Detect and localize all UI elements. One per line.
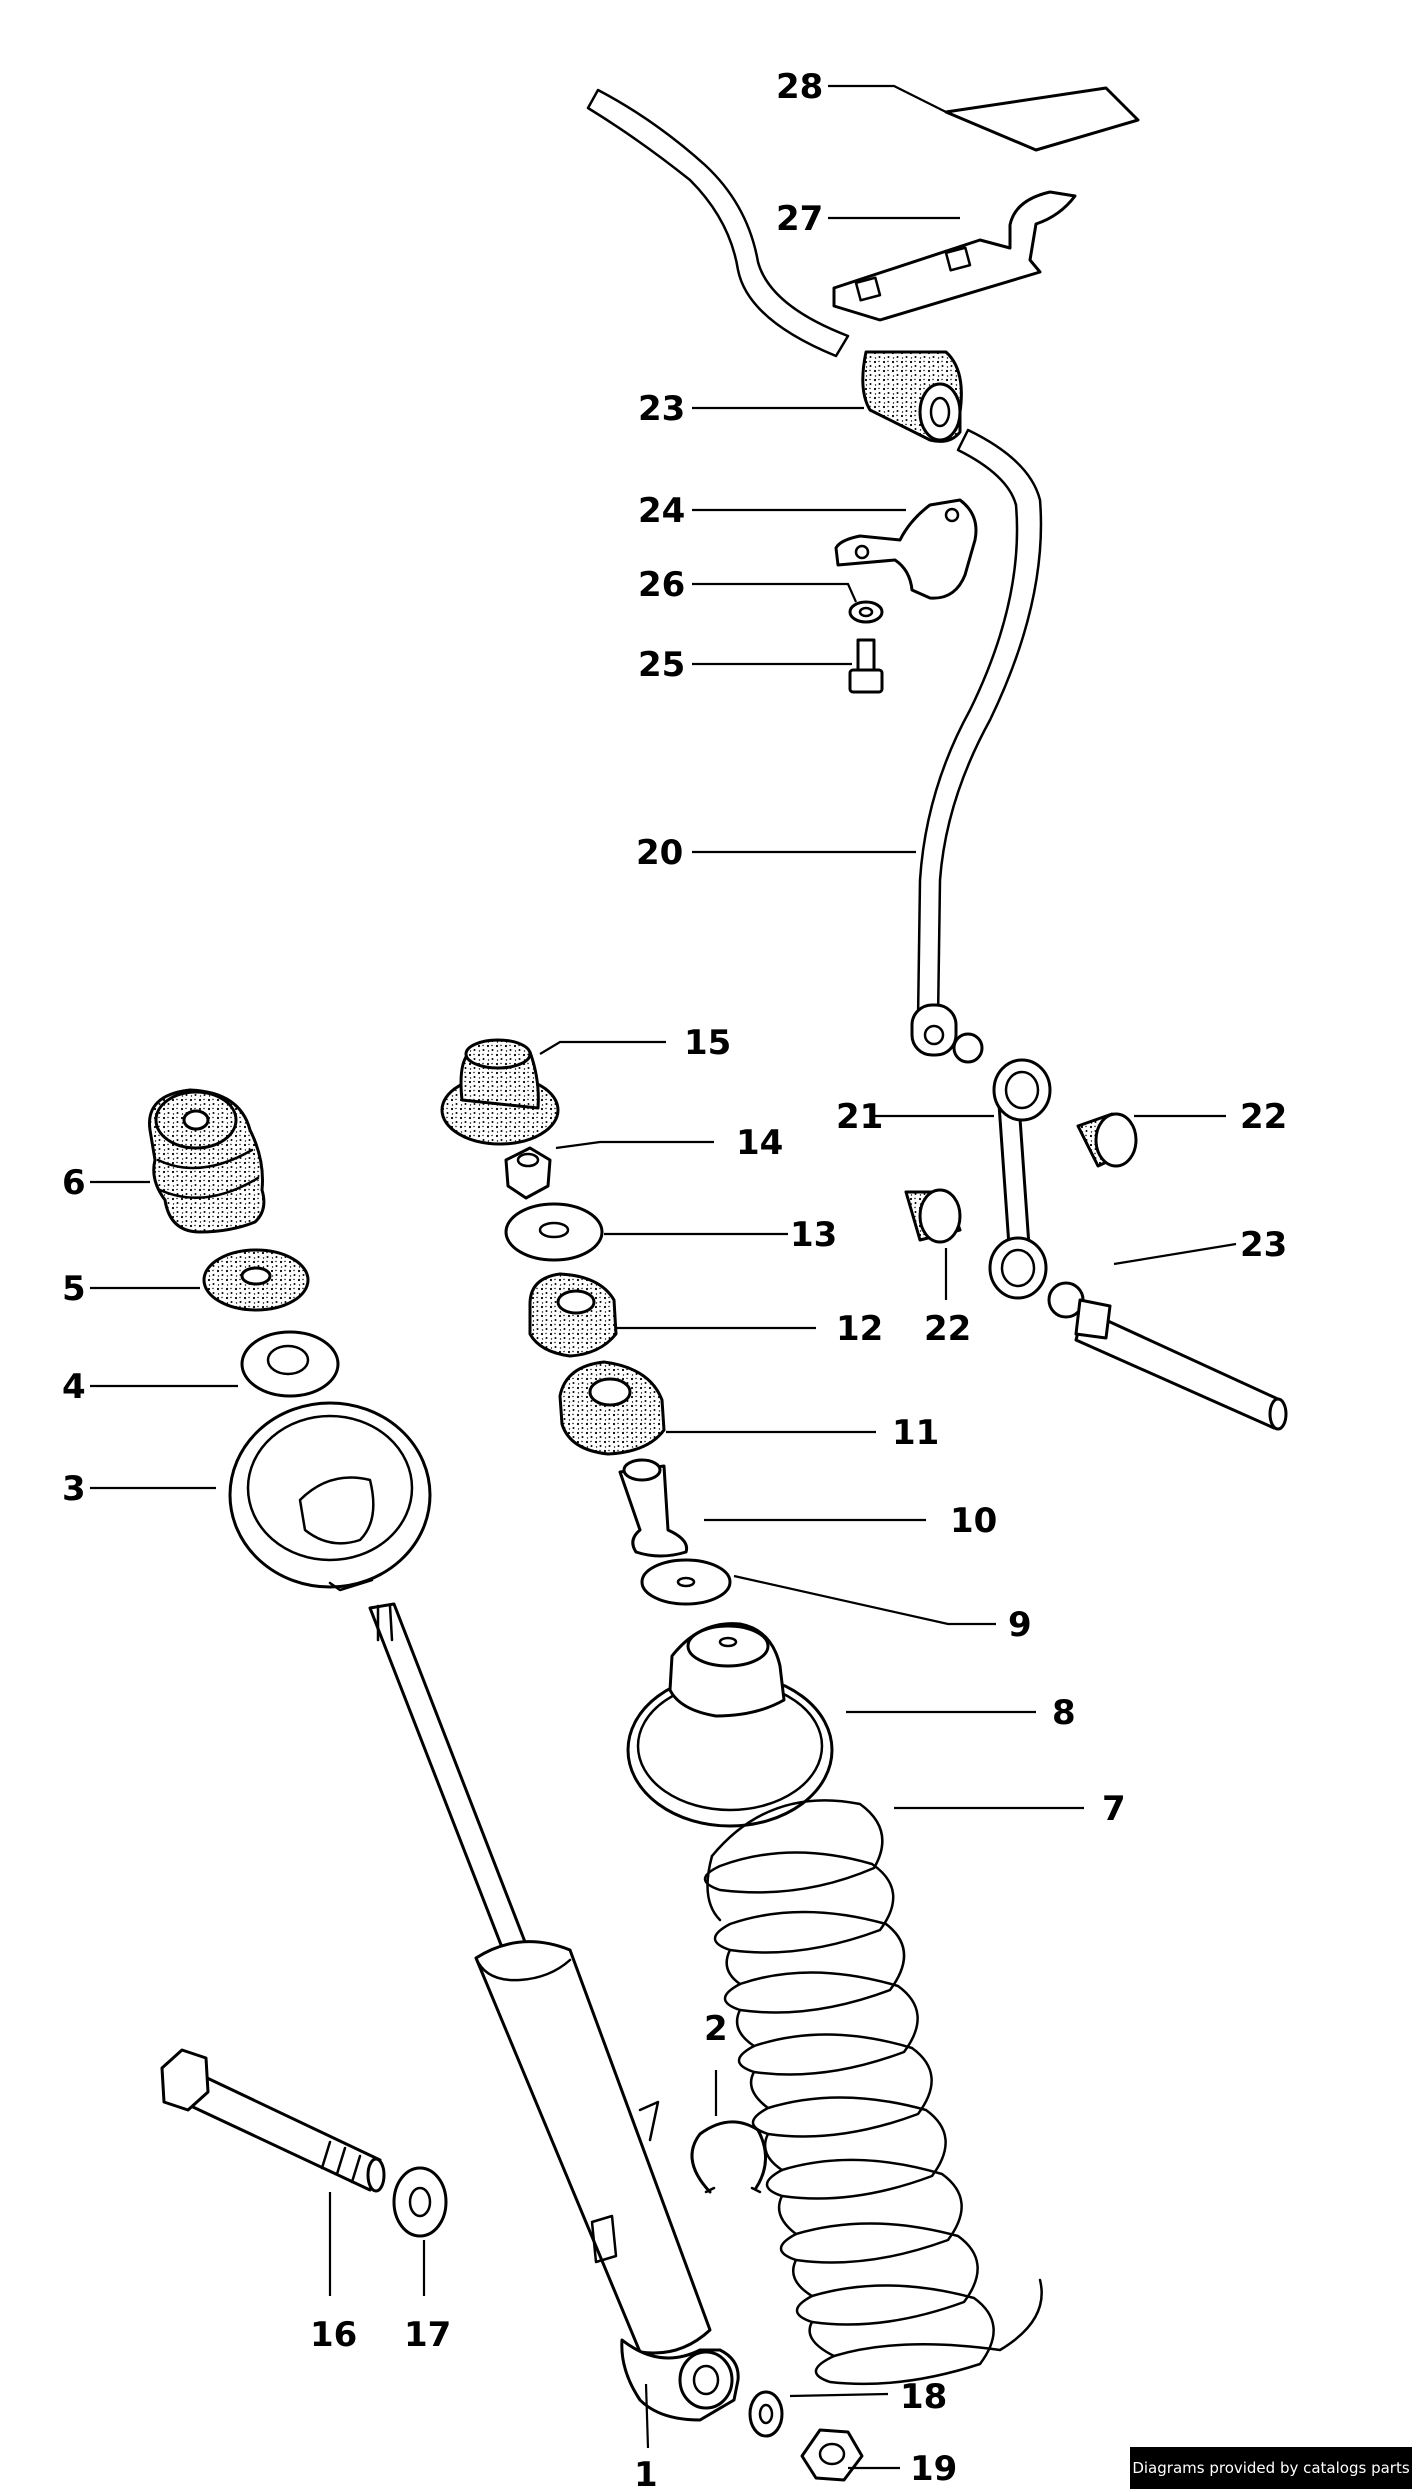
part-label-16: 16: [310, 2315, 357, 2355]
part-label-3: 3: [62, 1469, 86, 1509]
part-label-23: 23: [1240, 1225, 1287, 1265]
part-label-26: 25: [638, 645, 685, 685]
part-label-4: 4: [62, 1367, 86, 1407]
bracket-plate: [832, 190, 1077, 322]
hex-bolt: [848, 638, 884, 694]
part-label-20: 20: [636, 833, 683, 873]
part-label-25: 24: [638, 491, 685, 531]
stabilizer-bar: [586, 88, 1043, 1064]
part-label-12: 12: [836, 1309, 883, 1349]
mounting-bolt: [160, 2048, 386, 2193]
link-bushing: [1076, 1112, 1138, 1168]
lower-rubber-bushing: [558, 1360, 666, 1456]
part-label-19: 19: [910, 2449, 957, 2489]
part-label-15: 15: [684, 1023, 731, 1063]
part-label-7: 7: [1102, 1789, 1126, 1829]
spring-washer: [240, 1330, 340, 1398]
part-label-21: 21: [836, 1097, 883, 1137]
flat-washer: [504, 1202, 604, 1262]
spring-seat: [626, 1622, 834, 1828]
lock-washer: [748, 2390, 784, 2438]
part-label-5: 5: [62, 1269, 86, 1309]
link-bushing: [904, 1188, 962, 1244]
part-label-18: 18: [900, 2377, 947, 2417]
upper-mount-cup: [228, 1401, 432, 1592]
spacer-washer: [640, 1558, 732, 1606]
part-label-22: 22: [1240, 1097, 1287, 1137]
part-label-27: 26: [638, 565, 685, 605]
circlip: [690, 2120, 768, 2194]
part-label-29: 28: [776, 67, 823, 107]
part-label-11: 11: [892, 1413, 939, 1453]
part-label-9: 9: [1008, 1605, 1032, 1645]
part-label-10: 10: [950, 1501, 997, 1541]
upper-rubber-bushing: [528, 1272, 618, 1358]
shock-absorber: [368, 1602, 740, 2422]
dust-cap: [440, 1038, 560, 1146]
washer-small: [848, 600, 884, 624]
part-label-6: 6: [62, 1163, 86, 1203]
part-label-1: 1: [634, 2455, 658, 2489]
part-labels: 28 27 23 24 26 25 20 21 22 22 23 15 14 1…: [62, 67, 1287, 2489]
bolt-washer: [392, 2166, 448, 2238]
coil-spring: [703, 1799, 1043, 2386]
part-label-17: 17: [404, 2315, 451, 2355]
part-label-24: 23: [638, 389, 685, 429]
leader-lines: [90, 84, 1237, 2470]
part-label-13: 13: [790, 1215, 837, 1255]
clamp-bracket: [834, 498, 978, 600]
lock-nut: [504, 1146, 552, 1200]
plate-pad: [944, 86, 1140, 152]
spacer-sleeve: [618, 1458, 689, 1558]
link-bolt: [1047, 1281, 1288, 1431]
hex-nut: [800, 2428, 864, 2482]
part-label-2: 2: [704, 2009, 728, 2049]
stabilizer-rubber-mount: [861, 350, 963, 443]
part-label-28: 27: [776, 199, 823, 239]
bump-stop-rubber: [148, 1088, 266, 1234]
drop-link: [988, 1058, 1052, 1300]
part-label-8: 8: [1052, 1693, 1076, 1733]
credit-banner: Diagrams provided by catalogs parts: [1130, 2447, 1412, 2489]
part-label-14: 14: [736, 1123, 783, 1163]
part-label-22: 22: [924, 1309, 971, 1349]
